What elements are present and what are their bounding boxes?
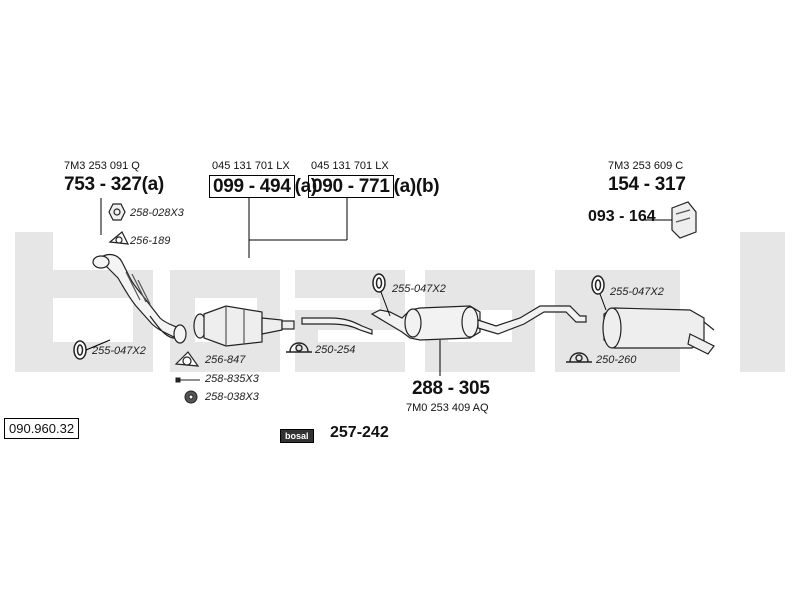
mounting-kit: bosal: [280, 426, 314, 444]
catalyst-a-oem: 045 131 701 LX: [212, 160, 290, 172]
clamp-rear-label: 250-260: [596, 354, 637, 366]
nut-cat-label: 258-038X3: [205, 391, 259, 403]
bosal-logo-badge: bosal: [280, 429, 314, 443]
rear-bracket-icon: [671, 201, 697, 239]
catalyst-a-suffix: (a): [294, 176, 318, 197]
middle-silencer-number: 288 - 305: [412, 378, 490, 399]
gasket-icon-front: [108, 231, 130, 245]
bolt-icon: [175, 377, 200, 383]
catalyst-b-suffix: (a)(b): [393, 176, 440, 197]
catalyst-b-number: 090 - 771: [308, 175, 394, 198]
gasket-cat-label: 256-847: [205, 354, 246, 366]
nut-label: 258-028X3: [130, 207, 184, 219]
bolt-label: 258-835X3: [205, 373, 259, 385]
front-downpipe: [92, 253, 187, 344]
gasket-front-label: 256-189: [130, 235, 171, 247]
rear-silencer: [602, 307, 715, 355]
catalyst-bracket: [248, 198, 348, 258]
rubber-ring-icons: [73, 273, 605, 360]
catalyst-a-number: 099 - 494: [209, 175, 295, 198]
ring-rear-label: 255-047X2: [610, 286, 664, 298]
clamp-cat-label: 250-254: [315, 344, 356, 356]
catalyst-b-oem: 045 131 701 LX: [311, 160, 389, 172]
ring-middle-label: 255-047X2: [392, 283, 446, 295]
reference-number: 090.960.32: [4, 418, 80, 439]
front-pipe-suffix: (a): [141, 174, 165, 195]
front-pipe-number: 753 - 327: [64, 174, 142, 195]
catalyst-b-part-number: 090 - 771(a)(b): [308, 175, 440, 198]
rear-silencer-number: 154 - 317: [608, 174, 686, 195]
mounting-kit-number: 257-242: [330, 424, 389, 441]
ring-front-label: 255-047X2: [92, 345, 146, 357]
catalyst-a-part-number: 099 - 494(a): [209, 175, 318, 198]
front-pipe-part-number: 753 - 327(a): [64, 174, 164, 196]
pipe-clamp-icons: [286, 342, 592, 363]
gasket-icon-cat: [174, 351, 200, 367]
catalytic-converter: [193, 305, 295, 347]
middle-silencer-oem: 7M0 253 409 AQ: [406, 402, 489, 414]
hex-nut-icon: [108, 203, 126, 221]
rear-silencer-oem: 7M3 253 609 C: [608, 160, 684, 172]
reference-number-box: 090.960.32: [4, 418, 80, 439]
lock-nut-icon: [184, 390, 198, 404]
middle-pipe: [301, 305, 587, 341]
rear-clamp-number: 093 - 164: [588, 208, 656, 225]
front-pipe-oem: 7M3 253 091 Q: [64, 160, 140, 172]
